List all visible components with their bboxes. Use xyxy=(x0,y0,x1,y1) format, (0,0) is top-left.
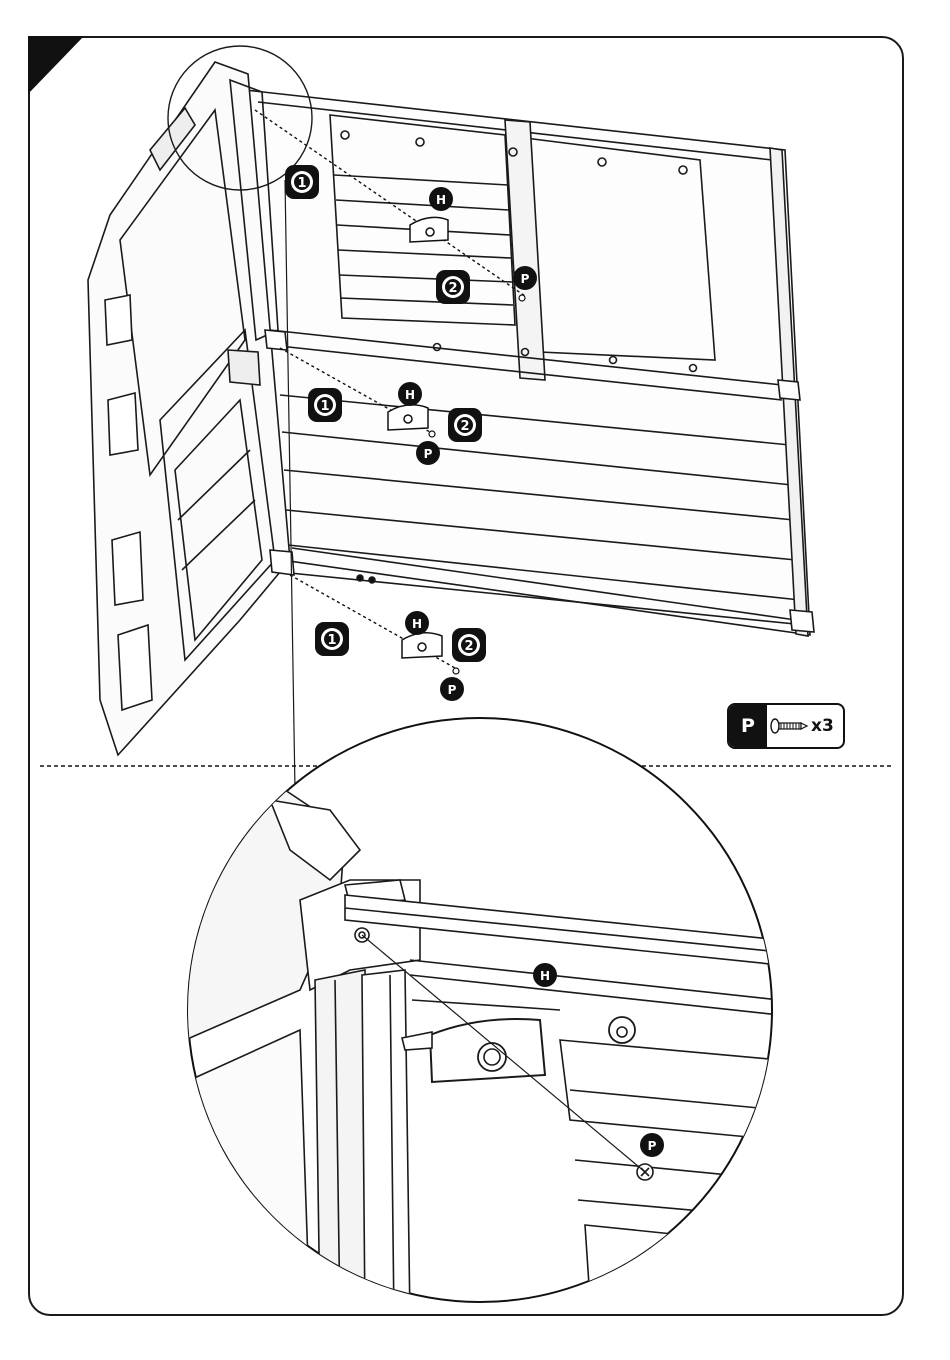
step2-label: 2 xyxy=(448,281,457,296)
h-label: H xyxy=(405,388,415,402)
parts-legend-letter: P xyxy=(729,705,767,747)
p-label: P xyxy=(521,272,530,286)
callout-h-a: H xyxy=(429,187,453,211)
callout-step1-a: 1 xyxy=(285,165,319,199)
callout-p-a: P xyxy=(513,266,537,290)
parts-legend: P x3 xyxy=(727,703,845,749)
callout-p-c: P xyxy=(440,677,464,701)
screw-icon xyxy=(767,705,811,747)
parts-legend-quantity: x3 xyxy=(811,716,834,736)
callout-step1-b: 1 xyxy=(308,388,342,422)
p-label: P xyxy=(448,683,457,697)
zoom-callout-h: H xyxy=(533,963,557,987)
callout-h-c: H xyxy=(405,611,429,635)
step2-label: 2 xyxy=(460,419,469,434)
h-label: H xyxy=(412,617,422,631)
step1-label: 1 xyxy=(297,176,306,191)
wall-panels xyxy=(245,90,814,636)
zoom-detail: H P xyxy=(180,718,780,1320)
step2-label: 2 xyxy=(464,639,473,654)
callout-step1-c: 1 xyxy=(315,622,349,656)
p-label: P xyxy=(648,1139,657,1153)
h-label: H xyxy=(436,193,446,207)
zoom-callout-p: P xyxy=(640,1133,664,1157)
callout-step2-c: 2 xyxy=(452,628,486,662)
step1-label: 1 xyxy=(320,399,329,414)
h-label: H xyxy=(540,969,550,983)
callout-p-b: P xyxy=(416,441,440,465)
callout-step2-b: 2 xyxy=(448,408,482,442)
callout-step2-a: 2 xyxy=(436,270,470,304)
p-label: P xyxy=(424,447,433,461)
callout-h-b: H xyxy=(398,382,422,406)
step1-label: 1 xyxy=(327,633,336,648)
